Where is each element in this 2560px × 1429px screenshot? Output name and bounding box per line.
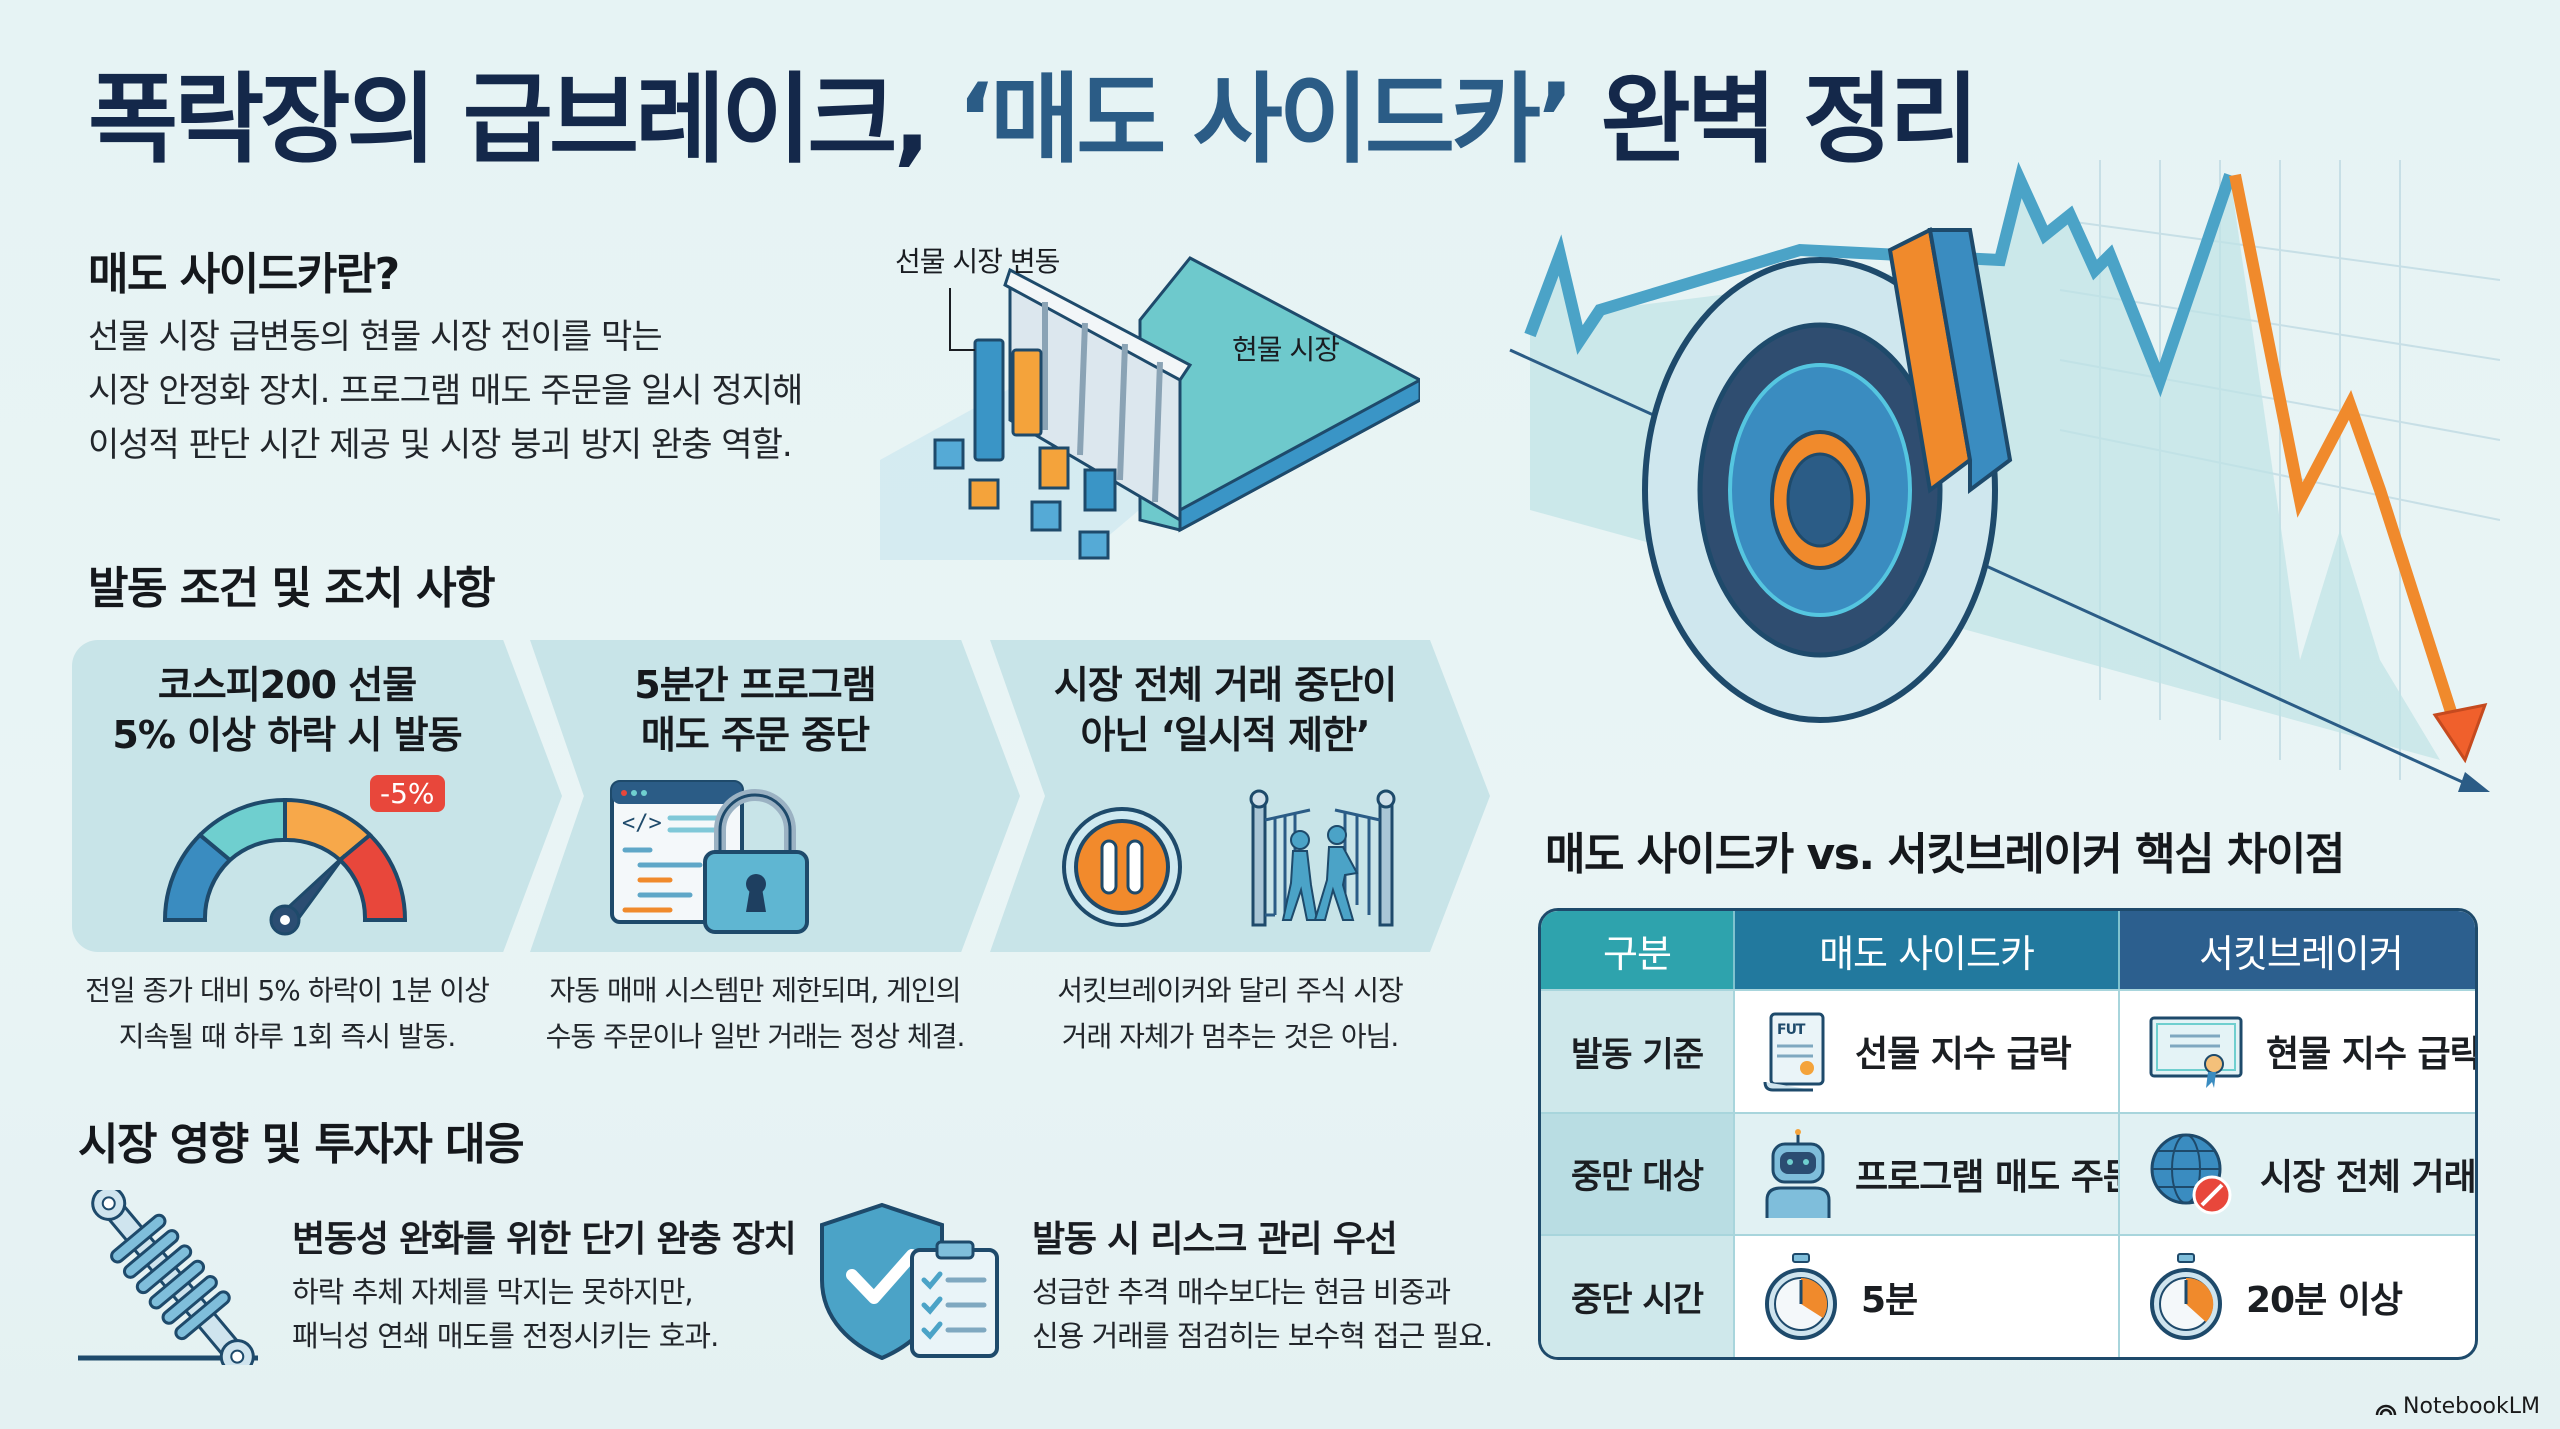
- impact-item-title: 발동 시 리스크 관리 우선: [1032, 1219, 1398, 1260]
- page-title: 폭락장의 급브레이크, ‘매도 사이드카’ 완벽 정리: [88, 63, 1980, 177]
- condition-desc-line: 수동 주문이나 일반 거래는 정상 체결.: [545, 1020, 966, 1053]
- condition-title-line: 매도 주문 중단: [640, 713, 870, 757]
- brand-footer: NotebookLM: [2375, 1394, 2540, 1419]
- row-label: 발동 기준: [1541, 989, 1733, 1112]
- svg-text:FUT: FUT: [1777, 1022, 1806, 1038]
- condition-desc: 서킷브레이커와 달리 주식 시장 거래 자체가 멈추는 것은 아님.: [1000, 968, 1460, 1060]
- condition-desc-line: 전일 종가 대비 5% 하락이 1분 이상: [85, 974, 490, 1007]
- condition-title-line: 시장 전체 거래 중단이: [1053, 663, 1397, 707]
- gauge-icon: [162, 797, 408, 936]
- condition-card-trigger: [72, 640, 562, 952]
- conditions-heading: 발동 조건 및 조치 사항: [88, 563, 496, 614]
- dam-illustration: 선물 시장 변동 현물 시장: [880, 230, 1422, 560]
- futures-volatility-label: 선물 시장 변동: [895, 245, 1060, 278]
- gate-people-icon: [1249, 789, 1396, 927]
- condition-title-line: 5% 이상 하락 시 발동: [112, 713, 462, 757]
- impact-line: 패닉성 연쇄 매도를 전정시키는 호과.: [292, 1319, 719, 1353]
- cell-text: 5분: [1861, 1279, 1918, 1321]
- condition-desc: 전일 종가 대비 5% 하락이 1분 이상 지속될 때 하루 1회 즉시 발동.: [72, 968, 502, 1060]
- intro-text: 선물 시장 급변동의 현물 시장 전이를 막는 시장 안정화 장치. 프로그램 …: [88, 310, 803, 472]
- impact-line: 신용 거래를 점검히는 보수혁 접근 필요.: [1032, 1319, 1493, 1353]
- cell-text: 현물 지수 급락: [2266, 1034, 2478, 1076]
- impact-heading: 시장 영향 및 투자자 대응: [78, 1119, 525, 1170]
- cell-text: 프로그램 매도 주문: [1855, 1156, 2136, 1198]
- column-header: 구분: [1541, 911, 1733, 989]
- robot-icon: [1765, 1128, 1831, 1218]
- intro-line: 시장 안정화 장치. 프로그램 매도 주문을 일시 정지해: [88, 371, 803, 411]
- condition-desc-line: 서킷브레이커와 달리 주식 시장: [1057, 974, 1404, 1007]
- impact-line: 성급한 추격 매수보다는 현금 비중과: [1032, 1275, 1451, 1309]
- table-cell: 20분 이상: [2118, 1234, 2475, 1357]
- intro-heading: 매도 사이드카란?: [88, 249, 400, 300]
- certificate-icon: [2149, 1016, 2243, 1089]
- brake-disc-chart-icon: [1509, 160, 2501, 792]
- condition-title: 시장 전체 거래 중단이 아닌 ‘일시적 제한’: [1005, 660, 1445, 760]
- title-part2: 완벽 정리: [1570, 63, 1980, 177]
- table-cell: FUT 선물 지수 급락: [1733, 989, 2118, 1112]
- table-cell: 시장 전체 거래: [2118, 1111, 2476, 1235]
- brake-chart-illustration: [1500, 160, 2501, 800]
- stopwatch-icon: [1765, 1252, 1837, 1340]
- intro-line: 선물 시장 급변동의 현물 시장 전이를 막는: [88, 317, 663, 357]
- cell-text: 20분 이상: [2246, 1279, 2403, 1321]
- column-header: 매도 사이드카: [1733, 911, 2118, 989]
- table-cell: 프로그램 매도 주문: [1733, 1111, 2136, 1235]
- svg-text:</>: </>: [622, 811, 662, 836]
- impact-item-text: 하락 추체 자체를 막지는 못하지만, 패닉성 연쇄 매도를 전정시키는 호과.: [292, 1270, 796, 1358]
- cell-text: 선물 지수 급락: [1855, 1034, 2072, 1076]
- condition-desc-line: 자동 매매 시스템만 제한되며, 게인의: [549, 974, 962, 1007]
- impact-item-title: 변동성 완화를 위한 단기 완충 장치: [292, 1219, 797, 1260]
- cell-text: 시장 전체 거래: [2260, 1156, 2476, 1198]
- condition-title: 5분간 프로그램 매도 주문 중단: [540, 660, 970, 760]
- intro-line: 이성적 판단 시간 제공 및 시장 붕괴 방지 완충 역할.: [88, 425, 793, 465]
- row-label: 중단 시간: [1541, 1234, 1733, 1357]
- stopwatch-icon: [2150, 1252, 2222, 1340]
- shock-absorber-icon: [78, 1190, 258, 1365]
- impact-item-text: 성급한 추격 매수보다는 현금 비중과 신용 거래를 점검히는 보수혁 접근 필…: [1032, 1270, 1493, 1358]
- title-highlight: ‘매도 사이드카’: [956, 63, 1575, 177]
- spot-market-label: 현물 시장: [1232, 333, 1340, 366]
- condition-desc-line: 지속될 때 하루 1회 즉시 발동.: [118, 1020, 457, 1053]
- condition-desc: 자동 매매 시스템만 제한되며, 게인의 수동 주문이나 일반 거래는 정상 체…: [530, 968, 980, 1060]
- pause-icon: [1062, 807, 1182, 927]
- impact-line: 하락 추체 자체를 막지는 못하지만,: [292, 1275, 694, 1309]
- futures-scroll-icon: FUT: [1763, 1012, 1825, 1092]
- condition-title-line: 아닌 ‘일시적 제한’: [1080, 713, 1370, 757]
- condition-title: 코스피200 선물 5% 이상 하락 시 발동: [72, 660, 502, 760]
- condition-title-line: 코스피200 선물: [157, 663, 417, 707]
- title-part1: 폭락장의 급브레이크,: [88, 63, 957, 177]
- condition-title-line: 5분간 프로그램: [634, 663, 876, 707]
- comparison-table: 구분 매도 사이드카 서킷브레이커 발동 기준 FUT 선물 지수 급락 현물 …: [1538, 908, 2478, 1360]
- column-header: 서킷브레이커: [2118, 911, 2475, 989]
- shield-checklist-icon: [820, 1202, 999, 1360]
- table-cell: 5분: [1733, 1234, 2118, 1357]
- brand-name: NotebookLM: [2403, 1394, 2540, 1419]
- impact-item: 발동 시 리스크 관리 우선 성급한 추격 매수보다는 현금 비중과 신용 거래…: [1032, 1210, 1493, 1358]
- code-lock-icon: </>: [610, 780, 809, 934]
- drop-badge: -5%: [370, 775, 445, 812]
- comparison-heading: 매도 사이드카 vs. 서킷브레이커 핵심 차이점: [1545, 829, 2345, 880]
- table-cell: 현물 지수 급락: [2118, 989, 2478, 1112]
- notebooklm-logo-icon: [2375, 1404, 2397, 1415]
- impact-item: 변동성 완화를 위한 단기 완충 장치 하락 추체 자체를 막지는 못하지만, …: [292, 1210, 797, 1358]
- globe-blocked-icon: [2150, 1133, 2232, 1215]
- condition-desc-line: 거래 자체가 멈추는 것은 아님.: [1061, 1020, 1400, 1053]
- dam-icon: [880, 256, 1422, 560]
- row-label: 중만 대상: [1541, 1111, 1733, 1235]
